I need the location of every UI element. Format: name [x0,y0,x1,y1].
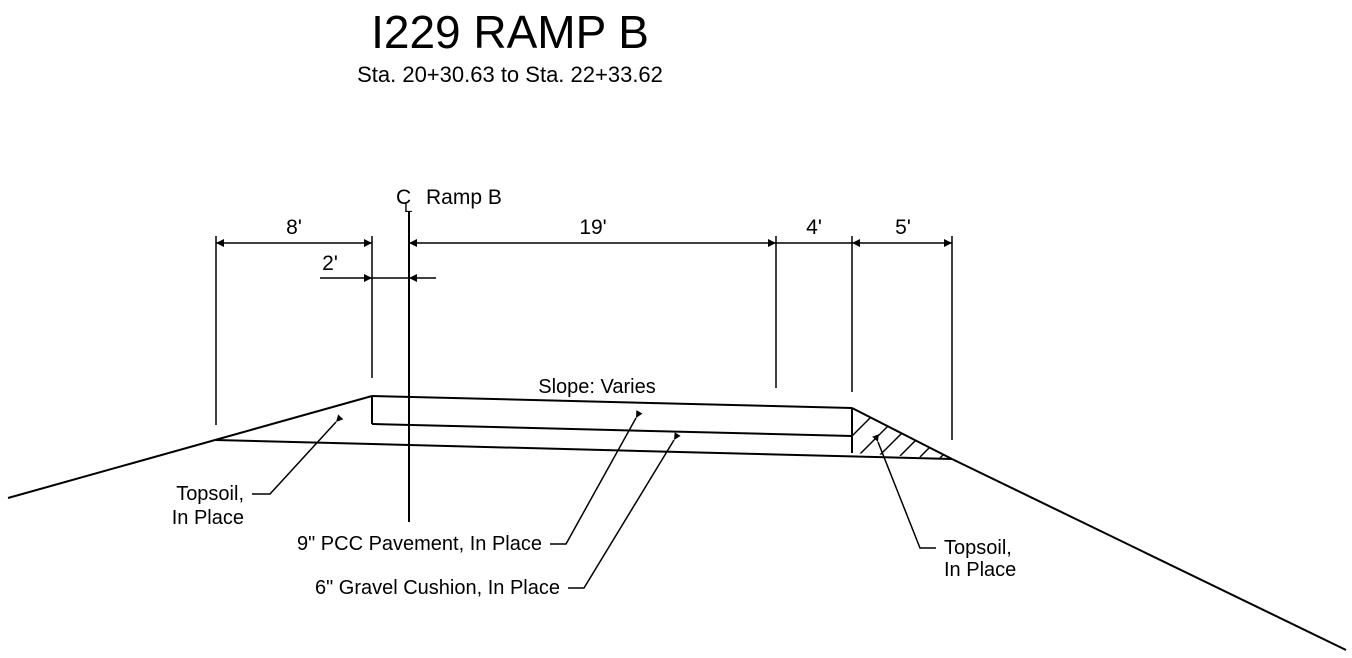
pcc-label: 9" PCC Pavement, In Place [297,533,542,555]
centerline-symbol: C [396,186,411,209]
topsoil-hatch [852,408,952,459]
topsoil-left-line2: In Place [172,507,244,529]
topsoil-right-callout: Topsoil, In Place [872,434,1016,581]
gravel-label: 6" Gravel Cushion, In Place [315,577,560,599]
dimension-19ft: 19' [409,216,776,247]
drawing-title: I229 RAMP B [371,6,649,58]
centerline-label: C L Ramp B [396,186,502,216]
dimension-4ft: 4' [776,216,852,244]
topsoil-left-callout: Topsoil, In Place [172,414,344,529]
dim-2ft-label: 2' [322,252,338,275]
dimension-5ft: 5' [852,216,952,247]
extension-lines [215,236,953,440]
dim-8ft-label: 8' [286,216,302,239]
dim-5ft-label: 5' [895,216,911,239]
centerline-name: Ramp B [426,186,502,209]
centerline-symbol-sub: L [404,199,412,216]
topsoil-right-line2: In Place [944,559,1016,581]
gravel-callout: 6" Gravel Cushion, In Place [315,432,681,599]
dim-4ft-label: 4' [806,216,822,239]
dim-19ft-label: 19' [579,216,606,239]
pcc-callout: 9" PCC Pavement, In Place [297,410,643,555]
topsoil-left-line1: Topsoil, [176,483,244,505]
dimension-2ft: 2' [320,252,436,282]
station-range: Sta. 20+30.63 to Sta. 22+33.62 [357,62,663,87]
topsoil-right-line1: Topsoil, [944,537,1012,559]
dimension-8ft: 8' [216,216,372,247]
slope-label: Slope: Varies [538,376,655,398]
